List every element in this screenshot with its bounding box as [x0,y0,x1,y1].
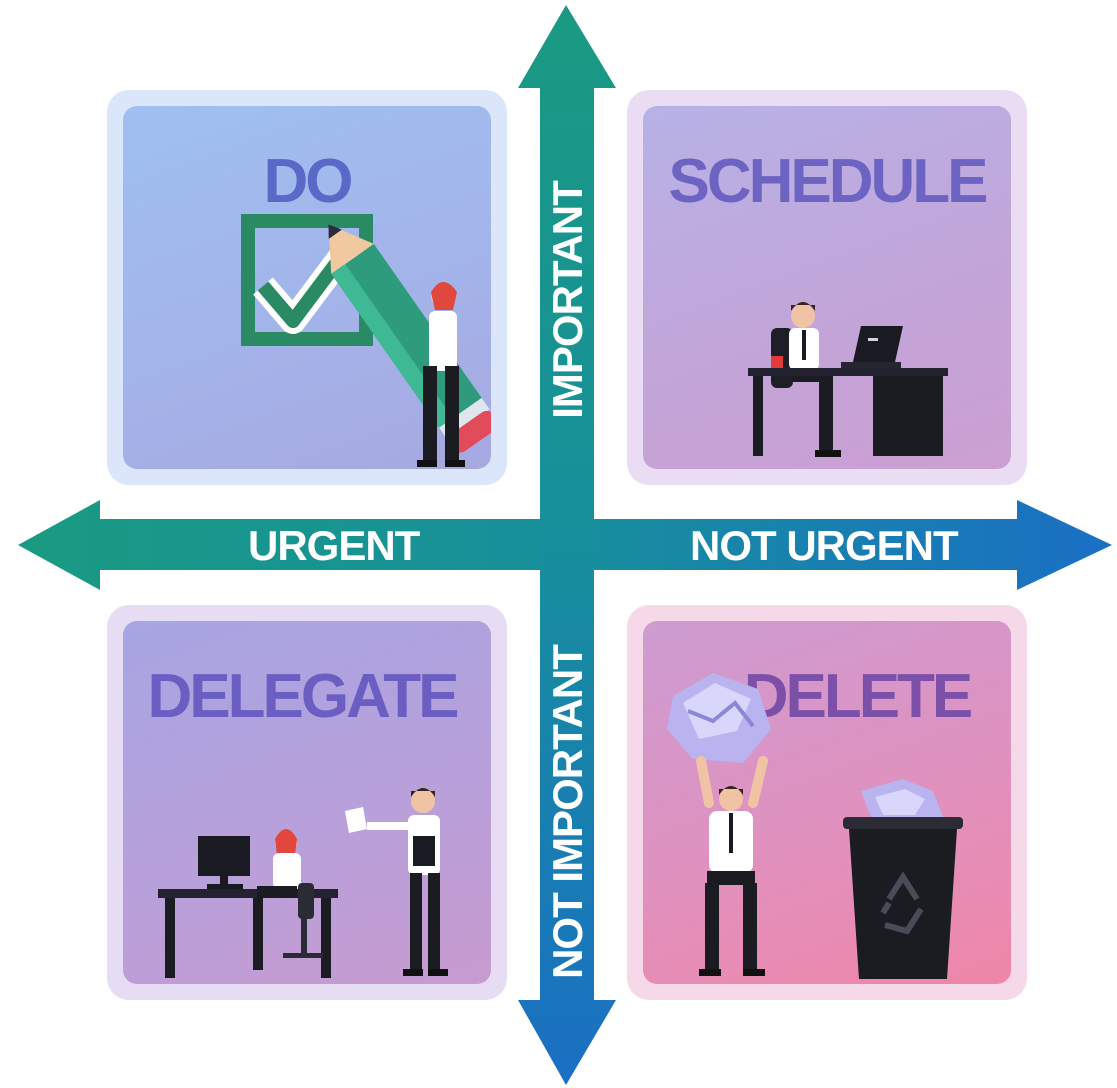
quadrant-delegate-title: DELEGATE [147,662,460,731]
man-standing-figure [367,788,448,976]
desk-icon [748,368,948,456]
paper-icon [345,807,367,833]
woman-figure [417,282,465,467]
man-throwing-figure [696,756,768,976]
quadrant-delegate-panel: DELEGATE [123,621,491,984]
schedule-illustration [748,302,948,457]
delete-illustration [667,673,963,979]
do-illustration [241,214,491,467]
desk-icon [158,889,338,978]
crumpled-paper-icon [667,673,771,763]
quadrant-schedule: SCHEDULE [627,90,1027,485]
quadrant-delegate: DELEGATE [107,605,507,1000]
laptop-icon [841,326,903,368]
vertical-axis-arrow [518,5,616,1085]
quadrant-do: DO [107,90,507,485]
trash-bin-icon [843,779,963,979]
axis-label-important: IMPORTANT [544,181,591,419]
quadrant-schedule-title: SCHEDULE [668,147,988,216]
axis-label-not-important: NOT IMPORTANT [544,645,591,979]
axis-label-not-urgent: NOT URGENT [690,522,959,569]
axis-label-urgent: URGENT [248,522,420,569]
recycle-icon [880,871,924,935]
delegate-illustration [158,788,448,978]
woman-seated-figure [253,829,323,970]
quadrant-delete-title: DELETE [743,662,974,731]
quadrant-schedule-panel: SCHEDULE [643,106,1011,469]
quadrant-do-panel: DO [123,106,491,469]
quadrant-delete: DELETE [627,605,1027,1000]
monitor-icon [198,836,250,889]
man-at-desk-figure [789,302,841,457]
quadrant-delete-panel: DELETE [643,621,1011,984]
quadrant-do-title: DO [263,147,354,216]
